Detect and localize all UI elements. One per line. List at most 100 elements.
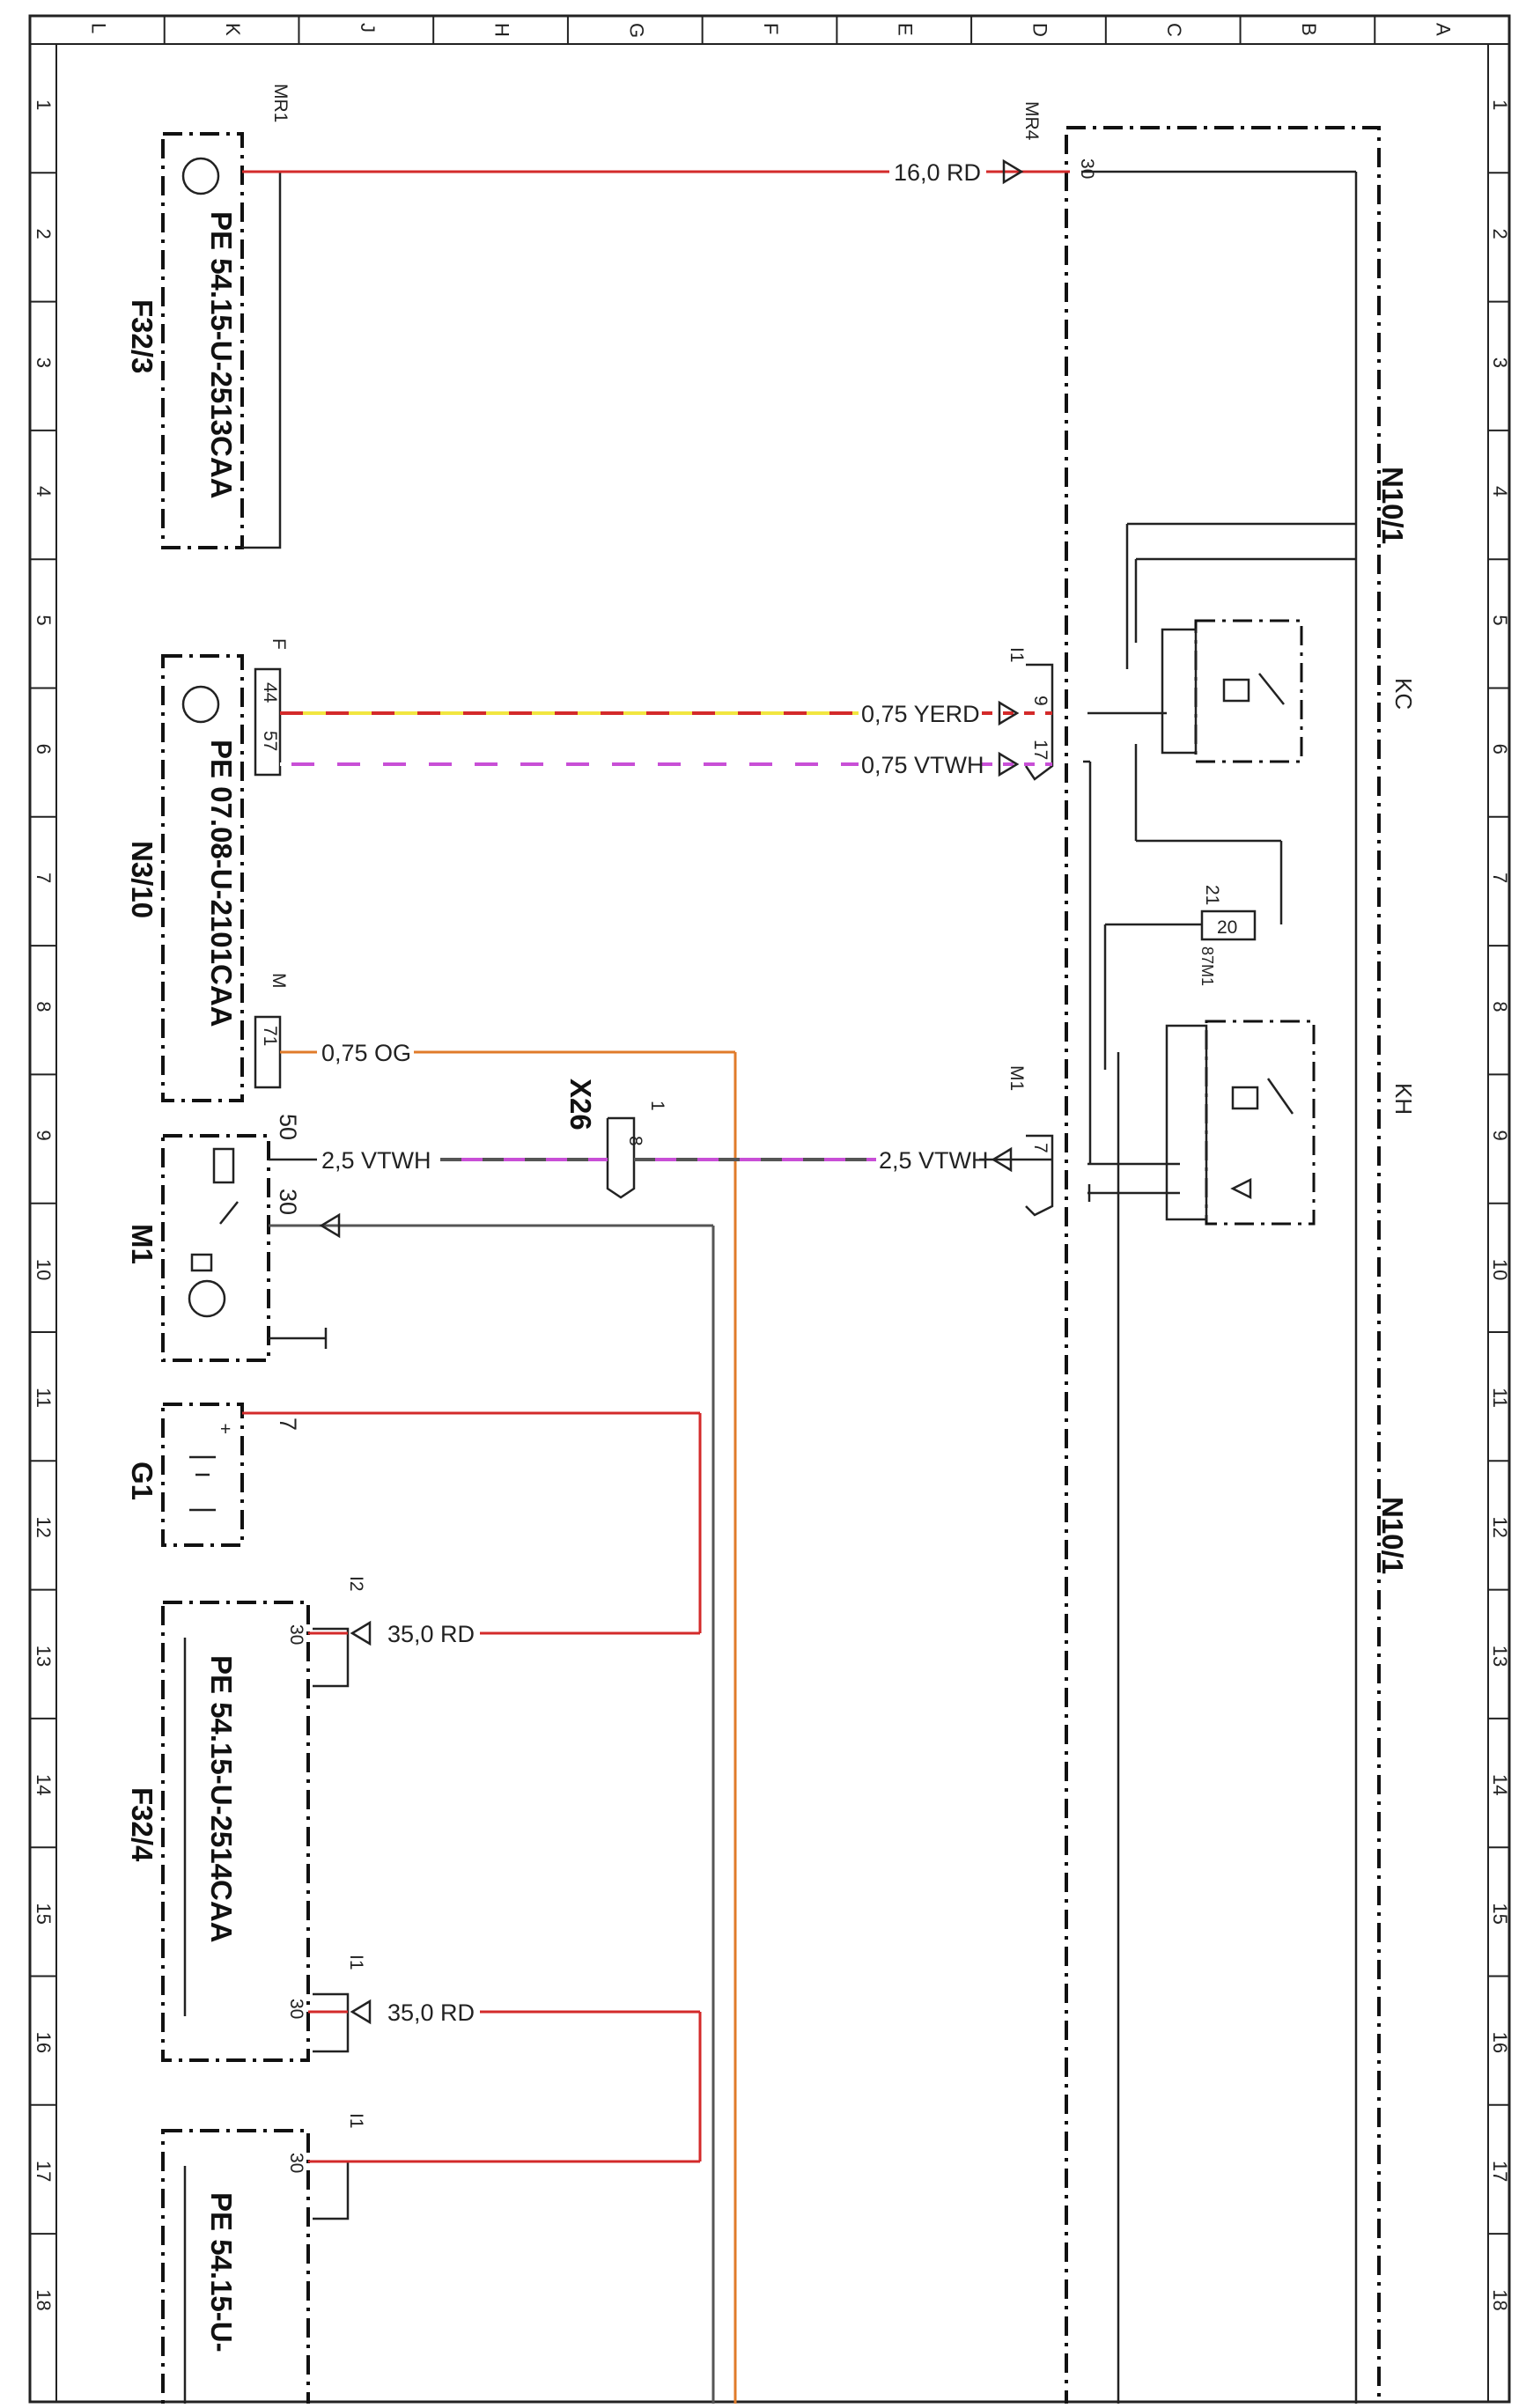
x26-pin-1: 1 bbox=[647, 1101, 667, 1111]
f32-3-bracket bbox=[242, 170, 282, 549]
wire-vtwh-label: 0,75 VTWH bbox=[861, 752, 984, 778]
n3-10-part-number: PE 07.08-U-2101CAA bbox=[205, 740, 238, 1027]
f32-4-plug-i2 bbox=[313, 1627, 350, 1688]
f32-4-pin-30a: 30 bbox=[286, 1624, 306, 1645]
x26-pin-8: 8 bbox=[625, 1136, 645, 1146]
row-label: 16 bbox=[33, 2032, 55, 2053]
arrow-m1-30 bbox=[319, 1212, 341, 1239]
wire-25-vtwh-right-label: 2,5 VTWH bbox=[879, 1147, 989, 1174]
row-label: 17 bbox=[33, 2161, 55, 2182]
f32-3-ground-symbol bbox=[181, 157, 220, 195]
f32-4-conn-i1: I1 bbox=[346, 1955, 366, 1970]
column-label: G bbox=[625, 23, 647, 38]
n10-pin-7: 7 bbox=[1030, 1143, 1051, 1153]
row-label: 16 bbox=[1489, 2032, 1511, 2053]
row-label: 18 bbox=[1489, 2289, 1511, 2310]
kh-pins bbox=[1165, 1024, 1208, 1221]
column-label: E bbox=[895, 23, 917, 36]
row-label: 14 bbox=[1489, 1774, 1511, 1795]
g1-pin-7: 7 bbox=[275, 1418, 301, 1431]
fuse-87m1: 20 21 87M1 bbox=[1198, 885, 1257, 986]
connector-i1-outline bbox=[1024, 663, 1054, 781]
row-label: 12 bbox=[1489, 1516, 1511, 1537]
column-label: A bbox=[1433, 23, 1455, 36]
row-label: 8 bbox=[33, 1001, 55, 1012]
kc-label: KC bbox=[1390, 678, 1417, 710]
row-label: 4 bbox=[33, 486, 55, 497]
row-ticks bbox=[30, 172, 1509, 2235]
row-label: 1 bbox=[1489, 99, 1511, 110]
row-label: 5 bbox=[1489, 615, 1511, 625]
n10-1-connector-m1: M1 7 bbox=[1006, 1065, 1054, 1217]
x26-outline bbox=[606, 1116, 636, 1199]
row-label: 18 bbox=[33, 2289, 55, 2310]
n10-1-box bbox=[1065, 126, 1381, 2408]
f32-bottom-box bbox=[161, 2129, 310, 2408]
column-label: H bbox=[491, 23, 513, 37]
f32-3-ref: F32/3 bbox=[126, 299, 158, 373]
x26-ref: X26 bbox=[564, 1079, 597, 1130]
row-label: 11 bbox=[33, 1388, 55, 1408]
row-label: 5 bbox=[33, 615, 55, 625]
column-label: B bbox=[1298, 23, 1320, 36]
kh-relay-box bbox=[1205, 1020, 1316, 1226]
m1-switch bbox=[219, 1201, 239, 1225]
f32-bottom-part-number: PE 54.15-U- bbox=[205, 2192, 238, 2353]
m1-box bbox=[161, 1134, 270, 1362]
wire-35-rd-b-label: 35,0 RD bbox=[387, 1999, 475, 2026]
column-label: J bbox=[357, 23, 379, 33]
f32-4-part-number: PE 54.15-U-2514CAA bbox=[205, 1655, 238, 1943]
n3-10-box bbox=[161, 654, 244, 1102]
n10-conn-i1-label: I1 bbox=[1006, 647, 1027, 663]
arrow-25-vtwh bbox=[991, 1146, 1013, 1173]
column-label: L bbox=[87, 23, 109, 33]
n10-1-module: N10/1 N10/1 MR4 30 bbox=[1021, 101, 1409, 2408]
row-label: 3 bbox=[1489, 357, 1511, 368]
row-label: 13 bbox=[33, 1646, 55, 1667]
wire-25-vtwh-left-label: 2,5 VTWH bbox=[321, 1147, 431, 1174]
row-label: 2 bbox=[33, 228, 55, 239]
f32-bottom-component: PE 54.15-U- I1 30 bbox=[161, 2113, 366, 2408]
row-label: 15 bbox=[33, 1903, 55, 1924]
m1-brush bbox=[190, 1253, 213, 1272]
row-label: 15 bbox=[1489, 1903, 1511, 1924]
x26-connector: X26 1 8 bbox=[564, 1079, 667, 1199]
n3-10-pin-57: 57 bbox=[260, 731, 280, 751]
row-label: 11 bbox=[1489, 1388, 1511, 1408]
row-label: 9 bbox=[33, 1130, 55, 1141]
arrow-35-rd-a bbox=[350, 1620, 372, 1646]
row-label: 10 bbox=[33, 1259, 55, 1280]
fuse-body bbox=[1200, 909, 1257, 941]
f32-4-pin-30b: 30 bbox=[286, 1999, 306, 2019]
n3-10-ref: N3/10 bbox=[126, 841, 158, 918]
fuse-ref: 87M1 bbox=[1198, 946, 1216, 986]
f32-bottom-conn-i1: I1 bbox=[346, 2113, 366, 2129]
arrow-vtwh bbox=[998, 751, 1020, 777]
f32-bottom-pin-30: 30 bbox=[286, 2153, 306, 2173]
arrow-35-rd-b bbox=[350, 1999, 372, 2025]
m1-ref: M1 bbox=[126, 1224, 158, 1264]
m1-pin-30: 30 bbox=[275, 1189, 301, 1215]
g1-box bbox=[161, 1403, 244, 1547]
n10-1-label-bottom: N10/1 bbox=[1376, 1497, 1409, 1574]
kh-contact bbox=[1266, 1078, 1294, 1115]
row-label: 3 bbox=[33, 357, 55, 368]
n3-10-pin-71: 71 bbox=[260, 1026, 280, 1046]
row-label: 13 bbox=[1489, 1646, 1511, 1667]
outer-frame bbox=[28, 14, 1511, 2404]
kc-coil bbox=[1222, 678, 1250, 703]
arrow-16-rd bbox=[1002, 158, 1024, 185]
fuse-pin: 21 bbox=[1202, 885, 1222, 905]
row-label: 9 bbox=[1489, 1130, 1511, 1141]
n3-10-connector-m: M bbox=[269, 973, 289, 989]
row-label: 6 bbox=[33, 744, 55, 755]
f32-3-part-number: PE 54.15-U-2513CAA bbox=[205, 211, 238, 499]
g1-battery: + 7 G1 bbox=[126, 1403, 301, 1547]
g1-ref: G1 bbox=[126, 1462, 158, 1500]
f32-4-ref: F32/4 bbox=[126, 1787, 158, 1862]
n3-10-pin-44: 44 bbox=[260, 682, 280, 703]
row-label: 4 bbox=[1489, 486, 1511, 497]
